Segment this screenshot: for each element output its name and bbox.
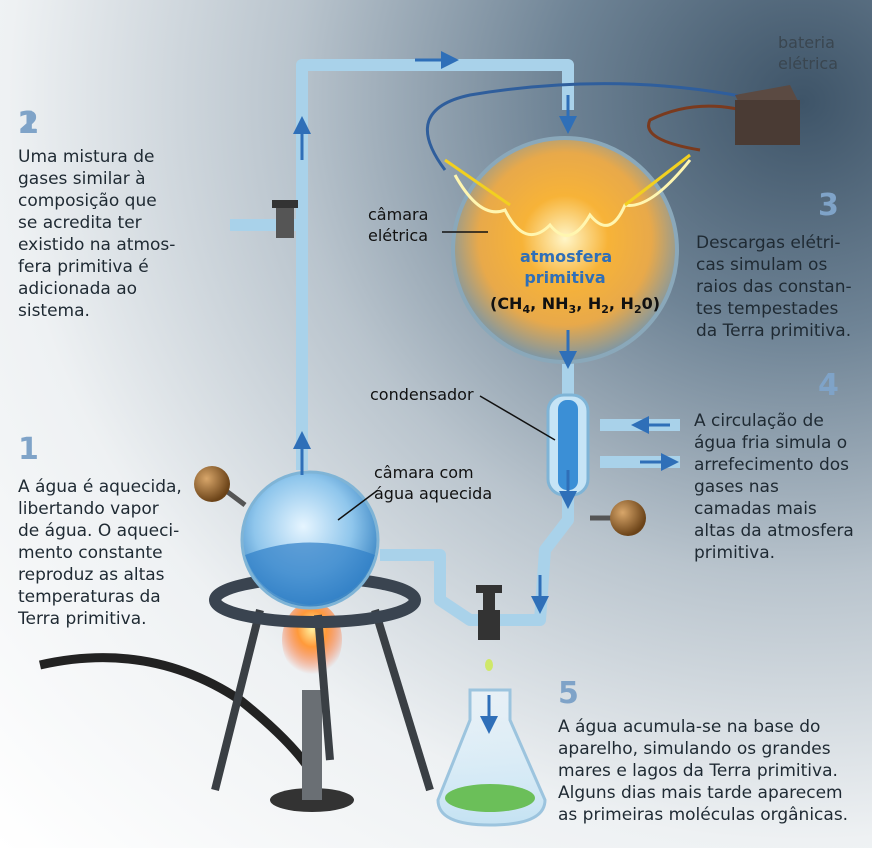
step-1-number: 1	[18, 432, 39, 467]
battery	[735, 85, 800, 145]
electrode-right	[624, 153, 691, 207]
heated-water-chamber-label: câmara com água aquecida	[374, 463, 493, 503]
electric-spark	[453, 159, 692, 237]
electric-chamber-label: câmara elétrica	[368, 205, 429, 245]
battery-label: bateria elétrica	[778, 33, 839, 73]
stopper-knob-left	[194, 466, 230, 502]
step-5-number: 5	[558, 676, 579, 711]
step-2-number: 1	[18, 106, 39, 141]
wire-brown	[647, 104, 761, 152]
step-1-text: A água é aquecida, libertando vapor de á…	[18, 477, 182, 629]
electrode-left	[444, 158, 511, 207]
stopper-knob-right	[610, 500, 646, 536]
bunsen-burner	[270, 602, 354, 812]
collecting-beaker	[436, 688, 547, 827]
tripod-stand	[211, 608, 434, 792]
atmosphere-label: atmosfera primitiva	[520, 247, 613, 287]
gas-inlet-valve	[272, 200, 298, 238]
gas-hose	[39, 653, 314, 773]
step-3-text: Descargas elétri- cas simulam os raios d…	[696, 233, 852, 341]
step-4-text: A circulação de água fria simula o arref…	[694, 411, 854, 563]
wire-blue	[425, 82, 761, 171]
step-2-number: 2	[18, 106, 39, 141]
step-2-text: Uma mistura de gases similar à composiçã…	[18, 147, 176, 321]
drain-tap	[476, 585, 502, 671]
condenser	[546, 393, 590, 497]
callout-lines	[337, 231, 556, 521]
step-4-number: 4	[818, 368, 839, 403]
condenser-label: condensador	[370, 385, 474, 404]
step-5-text: A água acumula-se na base do aparelho, s…	[558, 717, 849, 825]
atmosphere-formula: (CH4, NH3, H2, H20)	[490, 294, 661, 317]
flow-arrows	[293, 51, 679, 734]
step-3-number: 3	[818, 188, 839, 223]
